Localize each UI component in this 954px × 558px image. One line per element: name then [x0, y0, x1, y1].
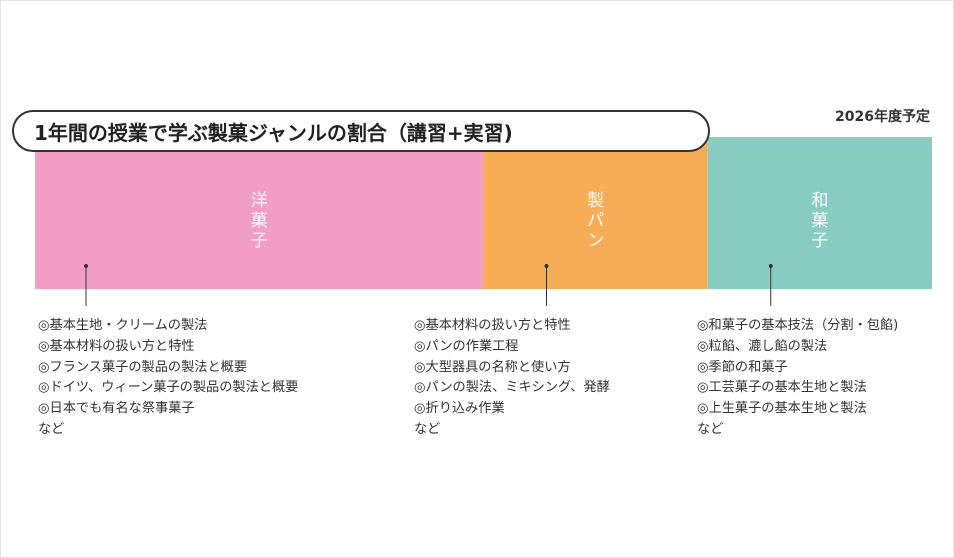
detail-item: ◎粒餡、漉し餡の製法: [697, 338, 828, 354]
schedule-note: 2026年度予定: [835, 109, 930, 125]
bar-segment-2: [707, 137, 932, 289]
segment-label-2: 和菓子: [811, 191, 828, 251]
detail-footer: など: [697, 421, 724, 437]
detail-list-0: ◎基本生地・クリームの製法 ◎基本材料の扱い方と特性 ◎フランス菓子の製品の製法…: [38, 316, 298, 441]
segment-label-1: 製パン: [587, 191, 604, 251]
detail-item: ◎大型器具の名称と使い方: [414, 359, 571, 375]
detail-list-1: ◎基本材料の扱い方と特性 ◎パンの作業工程 ◎大型器具の名称と使い方 ◎パンの製…: [414, 316, 610, 441]
bar-segment-0: [35, 137, 484, 289]
detail-item: ◎和菓子の基本技法（分割・包餡): [697, 318, 899, 333]
bar-segment-1: [483, 137, 708, 289]
detail-item: ◎工芸菓子の基本生地と製法: [697, 380, 867, 396]
detail-item: ◎基本材料の扱い方と特性: [38, 338, 195, 354]
detail-item: ◎ドイツ、ウィーン菓子の製品の製法と概要: [38, 380, 299, 396]
detail-footer: など: [414, 421, 441, 437]
detail-list-2: ◎和菓子の基本技法（分割・包餡) ◎粒餡、漉し餡の製法 ◎季節の和菓子 ◎工芸菓…: [697, 316, 898, 441]
detail-item: ◎上生菓子の基本生地と製法: [697, 401, 867, 417]
chart-title: 1年間の授業で学ぶ製菓ジャンルの割合（講習+実習): [12, 110, 710, 152]
segment-label-0: 洋菓子: [251, 191, 268, 251]
detail-item: ◎フランス菓子の製品の製法と概要: [38, 359, 248, 375]
detail-item: ◎季節の和菓子: [697, 359, 788, 375]
detail-item: ◎折り込み作業: [414, 401, 505, 417]
detail-item: ◎基本生地・クリームの製法: [38, 318, 208, 333]
detail-item: ◎日本でも有名な祭事菓子: [38, 401, 195, 417]
detail-item: ◎基本材料の扱い方と特性: [414, 318, 571, 333]
detail-item: ◎パンの作業工程: [414, 338, 519, 354]
detail-item: ◎パンの製法、ミキシング、発酵: [414, 380, 610, 396]
detail-footer: など: [38, 421, 65, 437]
